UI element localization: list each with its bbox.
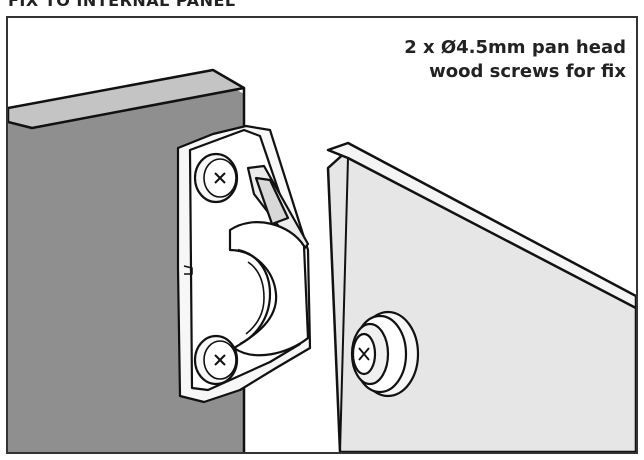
callout-line-2: wood screws for fix (429, 61, 626, 82)
section-heading: FIX TO INTERNAL PANEL (8, 0, 236, 10)
lower-screw (193, 334, 239, 386)
door-stud (350, 310, 420, 398)
door-panel (326, 141, 636, 452)
screw-callout: 2 x Ø4.5mm pan head wood screws for fix (306, 36, 626, 84)
hinge-bracket (176, 124, 312, 404)
heading-strip: FIX TO INTERNAL PANEL (0, 0, 644, 12)
callout-line-1: 2 x Ø4.5mm pan head (404, 37, 626, 58)
upper-screw (193, 152, 239, 204)
illustration-frame: 2 x Ø4.5mm pan head wood screws for fix (6, 16, 638, 454)
assembly-illustration (8, 68, 636, 452)
